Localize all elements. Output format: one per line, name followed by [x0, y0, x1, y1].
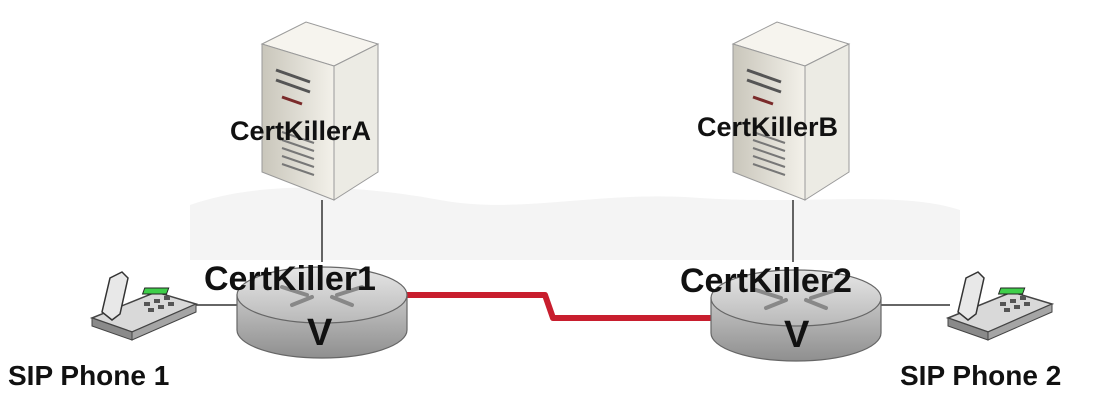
- server-icon: [731, 21, 851, 201]
- ip-phone-icon: [945, 271, 1055, 341]
- phone-label-2: SIP Phone 2: [900, 360, 1062, 391]
- router-icon: [236, 266, 408, 359]
- server-label-b: CertKillerB: [697, 112, 839, 142]
- ip-phone-icon: [89, 271, 199, 341]
- wan-serial-link: [405, 292, 712, 321]
- background-cloud: [190, 187, 960, 260]
- router-label-1: CertKiller1: [204, 260, 376, 298]
- server-label-a: CertKillerA: [230, 116, 372, 146]
- router-icon: [710, 269, 882, 362]
- lan-links: [195, 200, 950, 306]
- router-label-2: CertKiller2: [680, 262, 852, 300]
- server-icon: [260, 21, 380, 201]
- phone-label-1: SIP Phone 1: [8, 360, 170, 391]
- router-voice-mark-2: V: [784, 314, 810, 356]
- router-voice-mark-1: V: [307, 312, 333, 354]
